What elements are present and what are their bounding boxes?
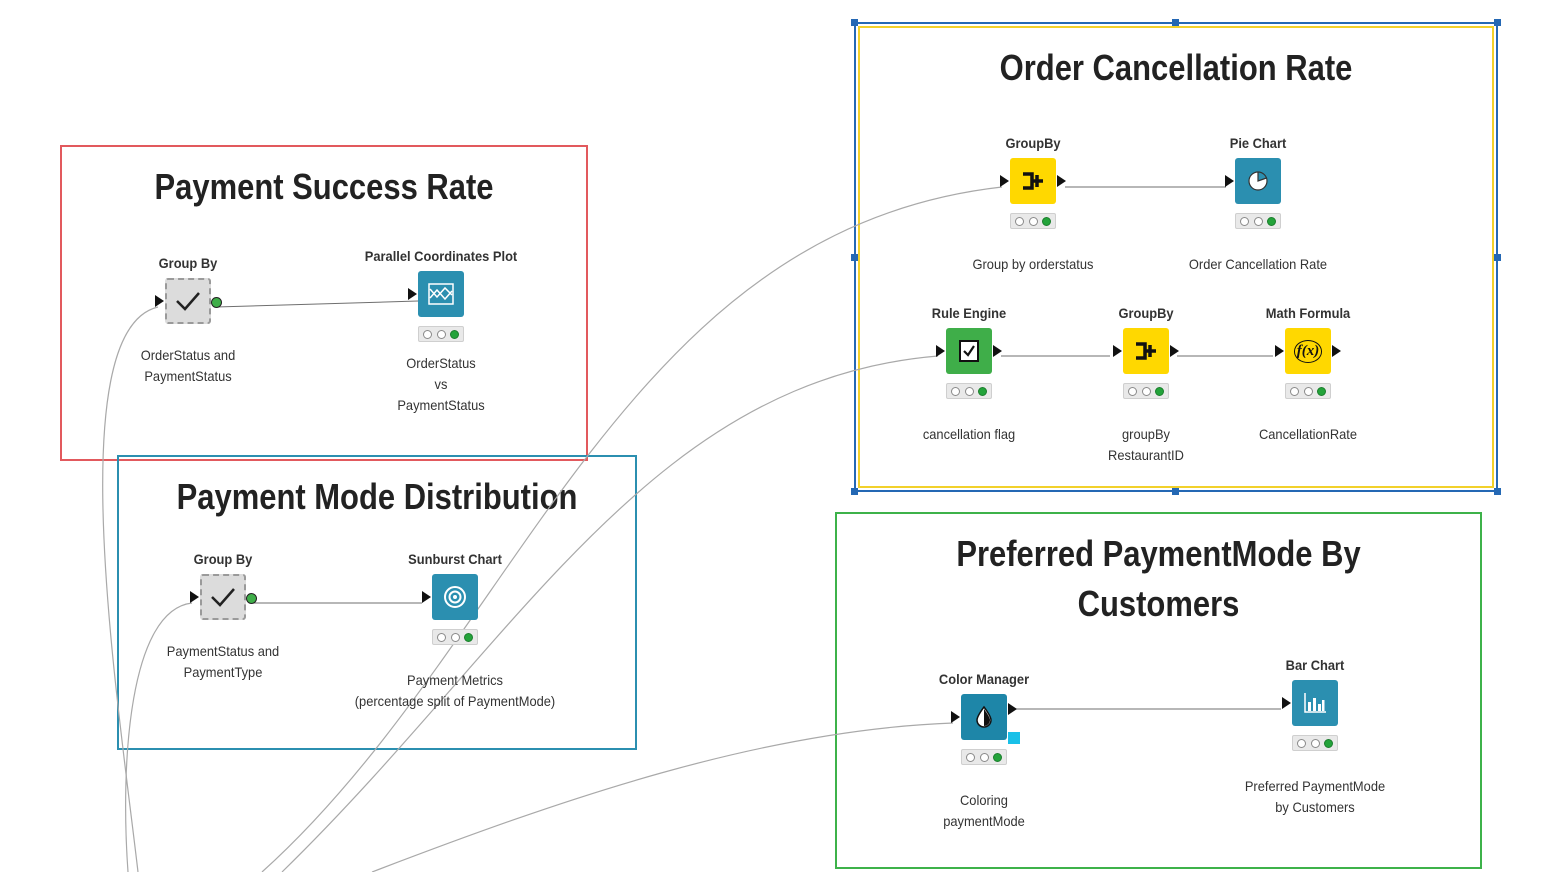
node-name: Bar Chart [1285, 657, 1345, 673]
output-port[interactable] [1008, 703, 1017, 715]
node-name: Sunburst Chart [408, 551, 502, 567]
parallel-coordinates-icon[interactable] [418, 271, 464, 317]
node-label: Payment Metrics(percentage split of Paym… [354, 672, 556, 709]
sunburst-icon[interactable] [432, 574, 478, 620]
rule-icon[interactable] [946, 328, 992, 374]
wire-to-groupby-psr[interactable] [102, 306, 159, 872]
groupby-icon[interactable] [1123, 328, 1169, 374]
status-lights [1010, 213, 1056, 229]
output-port[interactable] [993, 345, 1002, 357]
status-lights [946, 383, 992, 399]
wire-groupby-psr-to-parallel[interactable] [215, 300, 419, 308]
annotation-title: Payment Mode Distribution [176, 476, 578, 517]
annotation-payment-mode-distribution[interactable]: Payment Mode Distribution [117, 455, 637, 750]
check-icon[interactable] [200, 574, 246, 620]
input-port[interactable] [1275, 345, 1284, 357]
input-port[interactable] [1282, 697, 1291, 709]
resize-handle-w[interactable] [851, 254, 858, 261]
node-name: GroupBy [1005, 135, 1061, 151]
input-port[interactable] [951, 711, 960, 723]
input-port[interactable] [155, 295, 164, 307]
output-port[interactable] [211, 297, 222, 308]
annotation-payment-success-rate[interactable]: Payment Success Rate [60, 145, 588, 461]
color-drop-icon[interactable] [961, 694, 1007, 740]
resize-handle-ne[interactable] [1494, 19, 1501, 26]
resize-handle-se[interactable] [1494, 488, 1501, 495]
status-lights [1235, 213, 1281, 229]
node-name: Rule Engine [931, 305, 1007, 321]
resize-handle-sw[interactable] [851, 488, 858, 495]
status-lights [1292, 735, 1338, 751]
input-port[interactable] [1113, 345, 1122, 357]
wire-to-rule-engine[interactable] [281, 355, 939, 872]
output-port[interactable] [1332, 345, 1341, 357]
output-port[interactable] [246, 593, 257, 604]
resize-handle-nw[interactable] [851, 19, 858, 26]
input-port[interactable] [1225, 175, 1234, 187]
resize-handle-s[interactable] [1172, 488, 1179, 495]
groupby-icon[interactable] [1010, 158, 1056, 204]
status-lights [1123, 383, 1169, 399]
input-port[interactable] [936, 345, 945, 357]
formula-icon[interactable]: f(x) [1285, 328, 1331, 374]
input-port[interactable] [422, 591, 431, 603]
input-port[interactable] [408, 288, 417, 300]
annotation-inner-border [858, 26, 1494, 488]
node-name: Color Manager [938, 671, 1030, 687]
node-name: Math Formula [1265, 305, 1351, 321]
annotation-title: Preferred PaymentMode By Customers [956, 533, 1361, 624]
node-name: Pie Chart [1229, 135, 1287, 151]
annotation-title: Order Cancellation Rate [999, 47, 1353, 88]
node-label: Order Cancellation Rate [1188, 256, 1328, 272]
input-port[interactable] [190, 591, 199, 603]
status-lights [1285, 383, 1331, 399]
node-name: Group By [158, 255, 218, 271]
resize-handle-e[interactable] [1494, 254, 1501, 261]
node-label: cancellation flag [922, 426, 1016, 442]
model-output-port[interactable] [1008, 732, 1020, 744]
wire-to-groupby-ocr[interactable] [261, 186, 1003, 872]
output-port[interactable] [1170, 345, 1179, 357]
node-name: Parallel Coordinates Plot [364, 248, 518, 264]
node-name: GroupBy [1118, 305, 1174, 321]
status-lights [961, 749, 1007, 765]
wire-to-color-manager[interactable] [371, 722, 954, 872]
status-lights [432, 629, 478, 645]
bar-chart-icon[interactable] [1292, 680, 1338, 726]
input-port[interactable] [1000, 175, 1009, 187]
pie-chart-icon[interactable] [1235, 158, 1281, 204]
node-label: CancellationRate [1258, 426, 1358, 442]
status-lights [418, 326, 464, 342]
annotation-title: Payment Success Rate [154, 166, 494, 207]
node-name: Group By [193, 551, 253, 567]
node-label: Group by orderstatus [972, 256, 1094, 272]
output-port[interactable] [1057, 175, 1066, 187]
resize-handle-n[interactable] [1172, 19, 1179, 26]
wire-to-groupby-pmd[interactable] [125, 602, 193, 872]
annotation-preferred-paymentmode[interactable]: Preferred PaymentMode By Customers [835, 512, 1482, 869]
check-icon[interactable] [165, 278, 211, 324]
